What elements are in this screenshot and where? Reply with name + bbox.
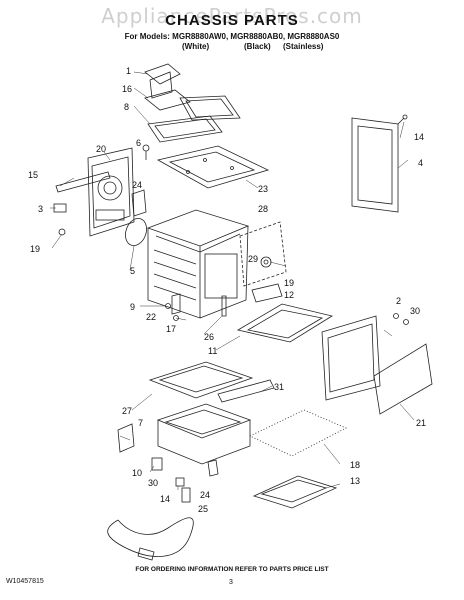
callout-18: 18 <box>350 460 360 470</box>
models-line: For Models: MGR8880AW0, MGR8880AB0, MGR8… <box>124 32 340 41</box>
callout-23: 23 <box>258 184 268 194</box>
part-27-tray <box>148 361 254 399</box>
part-7-bracket <box>117 423 135 453</box>
callout-25: 25 <box>198 504 208 514</box>
part-17-bracket <box>171 293 181 315</box>
document-number: W10457815 <box>6 578 44 585</box>
callout-7: 7 <box>138 418 143 428</box>
callout-8: 8 <box>124 102 129 112</box>
page-number: 3 <box>229 579 233 586</box>
callout-16: 16 <box>122 84 132 94</box>
callout-19: 19 <box>30 244 40 254</box>
callout-19b: 19 <box>284 278 294 288</box>
callout-1: 1 <box>126 66 131 76</box>
part-15-rod <box>55 171 111 193</box>
callout-9: 9 <box>130 302 135 312</box>
callout-2: 2 <box>396 296 401 306</box>
part-6-screw <box>142 144 150 160</box>
callout-30: 30 <box>410 306 420 316</box>
part-10-valve <box>151 457 163 471</box>
part-18-bottom-panel <box>249 409 347 457</box>
part-31-vent <box>217 379 275 403</box>
callout-29: 29 <box>248 254 258 264</box>
oven-cavity <box>146 209 250 319</box>
watermark: AppliancePartsPros.com <box>101 4 363 28</box>
variant-stainless: (Stainless) <box>283 42 324 51</box>
part-4-door-panel <box>351 117 399 213</box>
part-24-clip <box>207 459 219 477</box>
callout-31: 31 <box>274 382 284 392</box>
part-26-screw <box>221 295 227 317</box>
part-19-screw <box>58 228 66 236</box>
part-13-drawer-pan <box>252 475 338 509</box>
callout-12: 12 <box>284 290 294 300</box>
variant-white: (White) <box>182 42 210 51</box>
page-title: CHASSIS PARTS <box>165 12 299 29</box>
callout-26: 26 <box>204 332 214 342</box>
part-25-wire-harness <box>107 517 194 561</box>
part-5-disc <box>125 218 147 246</box>
callout-24: 24 <box>132 180 142 190</box>
ordering-note: FOR ORDERING INFORMATION REFER TO PARTS … <box>135 566 329 573</box>
part-2-screw <box>393 313 399 319</box>
callout-22: 22 <box>146 312 156 322</box>
part-14-screw <box>397 114 408 125</box>
callout-3: 3 <box>38 204 43 214</box>
part-30-screw <box>403 319 409 325</box>
callout-14: 14 <box>414 132 424 142</box>
callout-30b: 30 <box>148 478 158 488</box>
part-1-top-bracket <box>144 63 181 99</box>
callout-6: 6 <box>136 138 141 148</box>
part-30-orifice <box>175 477 185 487</box>
variant-black: (Black) <box>244 42 271 51</box>
callout-4: 4 <box>418 158 423 168</box>
callout-13: 13 <box>350 476 360 486</box>
callout-24b: 24 <box>200 490 210 500</box>
part-21-door-liner <box>321 315 433 415</box>
part-16-mount-plate <box>144 89 191 111</box>
part-14-valve <box>181 487 191 503</box>
part-24-bracket <box>131 189 147 217</box>
callout-27: 27 <box>122 406 132 416</box>
callout-15: 15 <box>28 170 38 180</box>
part-11-window-glass <box>236 303 334 343</box>
callout-21: 21 <box>416 418 426 428</box>
part-12-bracket <box>251 283 283 303</box>
callout-17: 17 <box>166 324 176 334</box>
bottom-burner-tray <box>156 403 252 465</box>
part-8-gasket-frame <box>147 95 241 143</box>
callout-11: 11 <box>208 346 217 356</box>
part-23-top-plate <box>156 145 270 189</box>
callout-14b: 14 <box>160 494 170 504</box>
callout-28: 28 <box>258 204 268 214</box>
callout-10: 10 <box>132 468 142 478</box>
part-22-screw <box>173 315 179 321</box>
callout-20: 20 <box>96 144 106 154</box>
callout-5: 5 <box>130 266 135 276</box>
part-20-side-panel <box>87 147 135 237</box>
